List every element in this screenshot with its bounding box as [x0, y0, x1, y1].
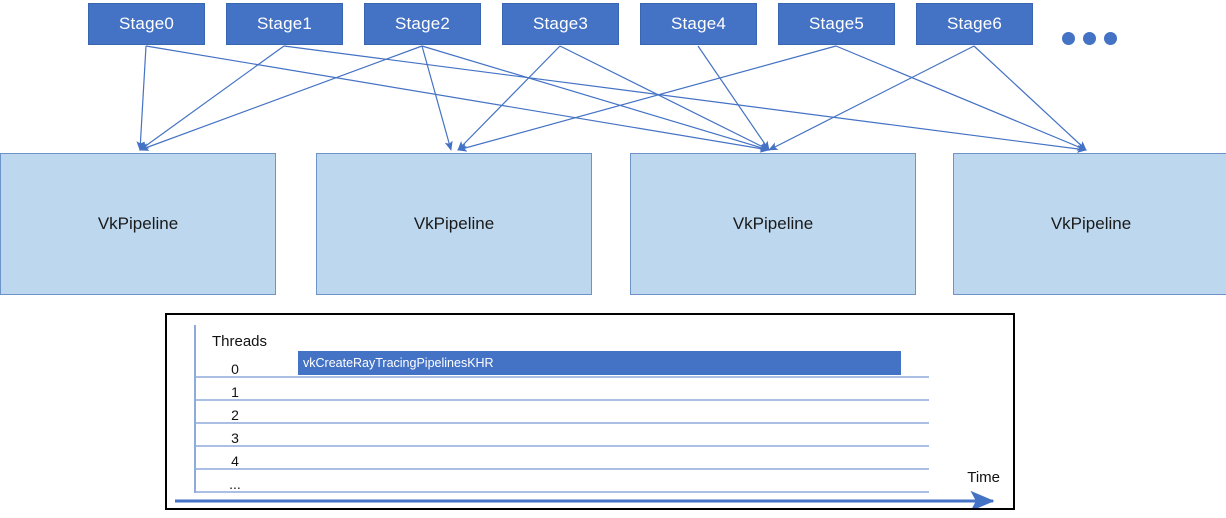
- stage-box-label: Stage6: [946, 14, 1003, 33]
- edge-Stage5-to-pipeline-2: [457, 45, 837, 152]
- pipeline-box-label: VkPipeline: [732, 214, 814, 233]
- time-axis-label: Time: [967, 469, 1000, 486]
- pipeline-box-3[interactable]: VkPipeline: [953, 153, 1226, 295]
- stage-box-label: Stage4: [670, 14, 727, 33]
- ellipsis-dot: [1104, 32, 1117, 45]
- ellipsis-dot: [1062, 32, 1075, 45]
- edge-Stage0-to-pipeline-3: [145, 45, 770, 153]
- thread-label-4[interactable]: 4: [231, 453, 239, 469]
- thread-label-1[interactable]: 1: [231, 384, 239, 400]
- task-bar-thread-0[interactable]: vkCreateRayTracingPipelinesKHR: [298, 351, 901, 375]
- edge-Stage6-to-pipeline-3: [768, 45, 975, 151]
- edge-Stage2-to-pipeline-1: [139, 45, 423, 151]
- pipeline-box-0[interactable]: VkPipeline: [0, 153, 276, 295]
- stage-box-3[interactable]: Stage3: [502, 3, 619, 45]
- stage-ellipsis-icon: [1062, 32, 1117, 45]
- stage-box-4[interactable]: Stage4: [640, 3, 757, 45]
- thread-label-3[interactable]: 3: [231, 430, 239, 446]
- edge-Stage6-to-pipeline-4: [973, 45, 1087, 151]
- timeline-panel: Threads 0 1 2 3 4... vkCreateRayTracingPipel…: [165, 313, 1015, 510]
- task-bar-label: vkCreateRayTracingPipelinesKHR: [303, 356, 494, 370]
- thread-label-2[interactable]: 2: [231, 407, 239, 423]
- edge-Stage4-to-pipeline-3: [697, 45, 770, 151]
- pipeline-box-label: VkPipeline: [97, 214, 179, 233]
- stage-box-label: Stage1: [256, 14, 313, 33]
- threads-header-label: Threads: [212, 333, 268, 350]
- stage-box-label: Stage3: [532, 14, 589, 33]
- stage-box-label: Stage5: [808, 14, 865, 33]
- stage-box-2[interactable]: Stage2: [364, 3, 481, 45]
- edge-Stage5-to-pipeline-4: [835, 45, 1087, 151]
- edge-Stage1-to-pipeline-1: [139, 45, 285, 151]
- edge-Stage0-to-pipeline-1: [136, 45, 147, 151]
- stage-box-1[interactable]: Stage1: [226, 3, 343, 45]
- edge-Stage2-to-pipeline-2: [421, 45, 453, 151]
- edge-Stage1-to-pipeline-4: [283, 45, 1087, 153]
- pipeline-box-1[interactable]: VkPipeline: [316, 153, 592, 295]
- stage-box-0[interactable]: Stage0: [88, 3, 205, 45]
- timeline-grid: [175, 325, 995, 508]
- edge-Stage3-to-pipeline-3: [559, 45, 770, 151]
- timeline-row-lines: [195, 376, 929, 493]
- pipeline-box-label: VkPipeline: [1050, 214, 1132, 233]
- pipeline-box-label: VkPipeline: [413, 214, 495, 233]
- edge-Stage2-to-pipeline-3: [421, 45, 770, 152]
- stage-box-label: Stage0: [118, 14, 175, 33]
- stage-box-5[interactable]: Stage5: [778, 3, 895, 45]
- stage-box-label: Stage2: [394, 14, 451, 33]
- stage-box-6[interactable]: Stage6: [916, 3, 1033, 45]
- thread-label-...[interactable]: ...: [229, 476, 241, 492]
- edge-group: [136, 45, 1087, 153]
- edge-Stage3-to-pipeline-2: [457, 45, 561, 151]
- pipeline-box-2[interactable]: VkPipeline: [630, 153, 916, 295]
- thread-label-0[interactable]: 0: [231, 361, 239, 377]
- ellipsis-dot: [1083, 32, 1096, 45]
